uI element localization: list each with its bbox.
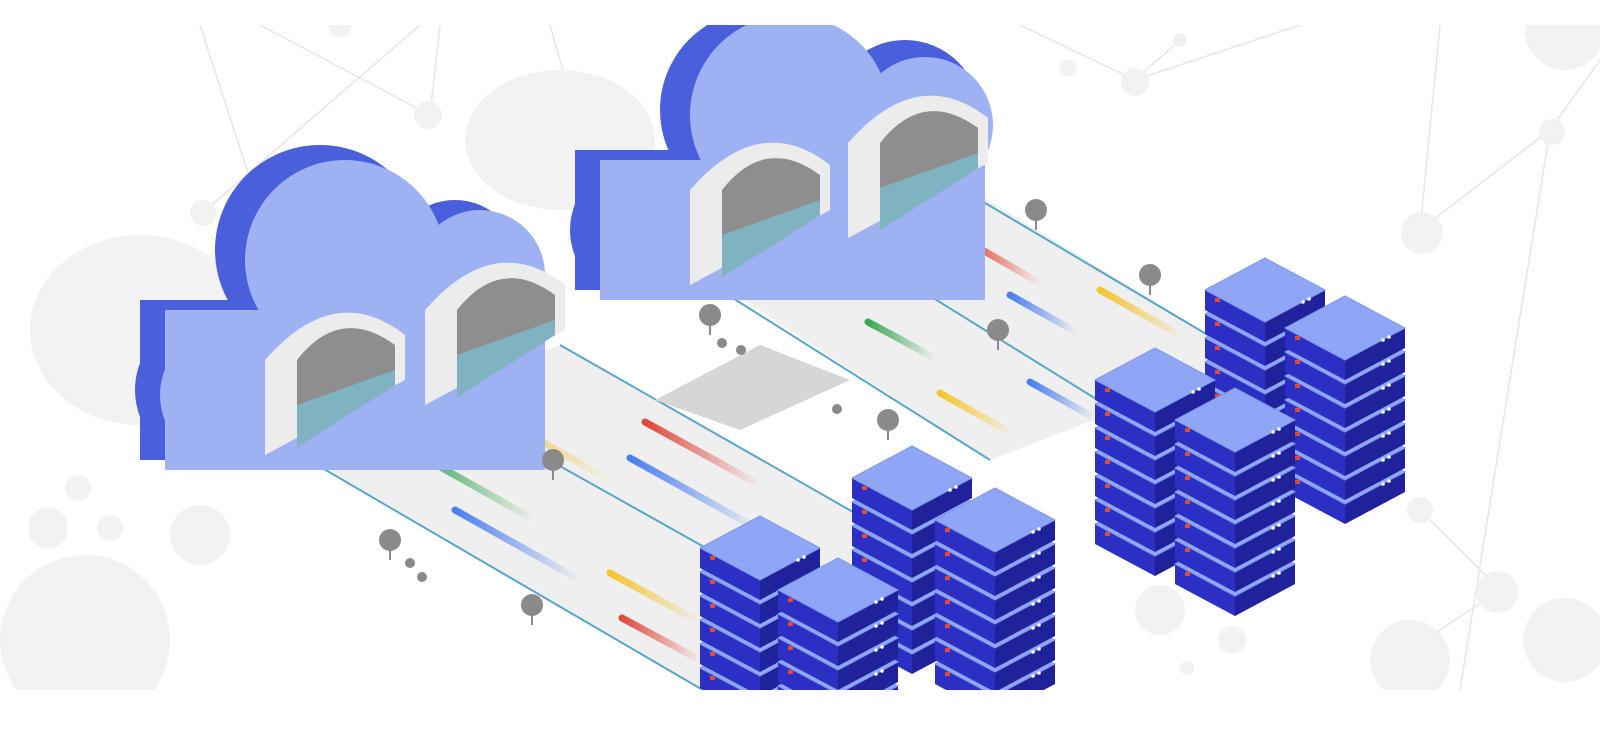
server-stack — [933, 487, 1057, 690]
trees — [379, 199, 1161, 625]
rock — [832, 404, 842, 414]
guard-rail — [299, 454, 705, 690]
rock — [736, 345, 746, 355]
rock — [405, 558, 415, 568]
tree-icon — [1025, 199, 1047, 230]
tunnel — [690, 142, 830, 285]
server-racks — [698, 257, 1407, 690]
server-stack — [1173, 387, 1297, 616]
tree-icon — [1139, 264, 1161, 295]
tree-icon — [379, 529, 401, 560]
rock — [417, 572, 427, 582]
tree-icon — [521, 594, 543, 625]
tunnel — [265, 312, 405, 455]
server-stack — [776, 557, 900, 690]
tree-icon — [877, 409, 899, 440]
tree-icon — [542, 449, 564, 480]
tree-icon — [699, 304, 721, 335]
tunnel — [848, 95, 988, 238]
cross-road — [655, 345, 850, 430]
tunnel — [425, 262, 565, 405]
server-stack — [1283, 295, 1407, 524]
rock — [717, 338, 727, 348]
tree-icon — [987, 319, 1009, 350]
tunnels — [265, 95, 988, 455]
